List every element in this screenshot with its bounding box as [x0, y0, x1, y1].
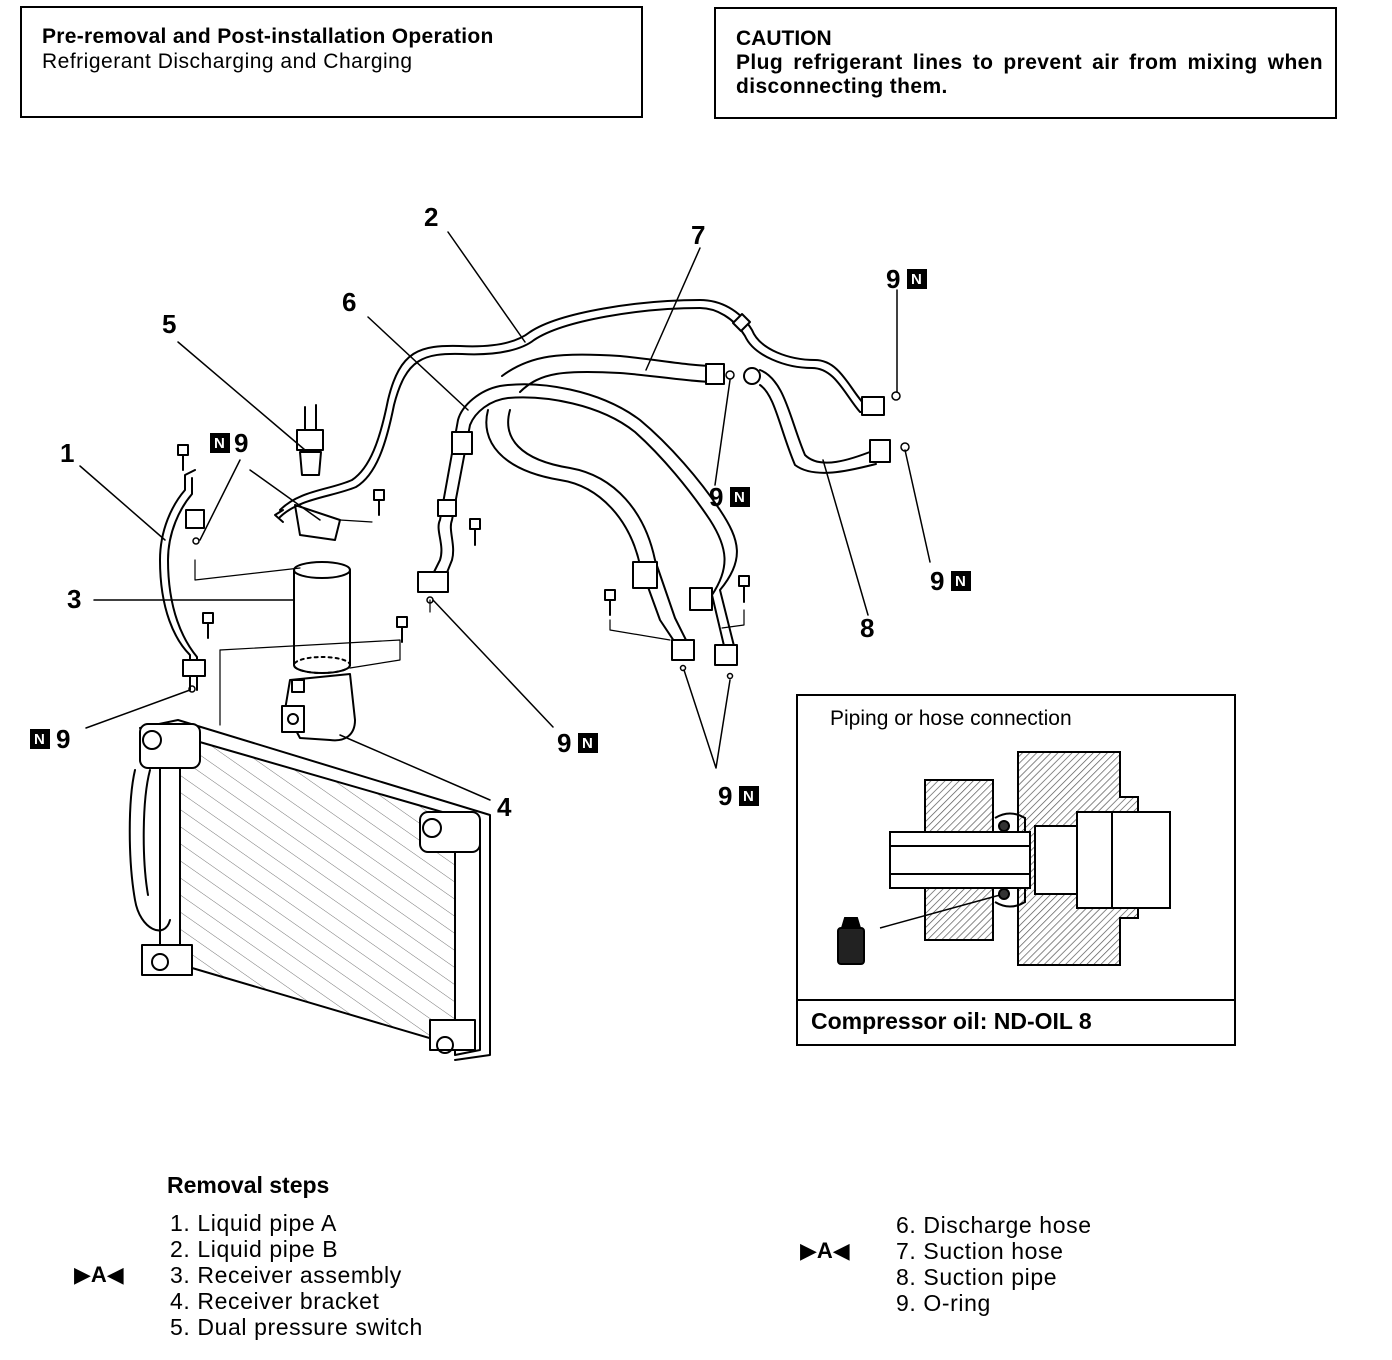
bolts [177, 444, 750, 643]
service-point-marker: ▶A◀ [800, 1238, 850, 1263]
step-item: 7. Suction hose [896, 1238, 1064, 1264]
oring-callouts: 9 N 9 N 9 N 9 N 9 N N 9 [30, 264, 971, 811]
oring-callout: 9 N [557, 728, 598, 758]
callout-1: 1 [60, 438, 74, 468]
compressor-oil-spec: Compressor oil: ND-OIL 8 [811, 1008, 1092, 1034]
step-item: 9. O-ring [896, 1290, 991, 1316]
svg-text:9: 9 [930, 566, 944, 596]
svg-text:9: 9 [234, 428, 248, 458]
step-item: 3. Receiver assembly [170, 1262, 402, 1288]
service-point-marker: ▶A◀ [74, 1262, 124, 1287]
removal-steps: Removal steps 1. Liquid pipe A 2. Liquid… [0, 1168, 1392, 1348]
caution-text: Plug refrigerant lines to prevent air fr… [736, 51, 1323, 98]
caution-title: CAUTION [736, 27, 832, 50]
callout-3: 3 [67, 584, 81, 614]
inset-title: Piping or hose connection [830, 707, 1072, 730]
callout-5: 5 [162, 309, 176, 339]
oring-callout: 9 N [718, 781, 759, 811]
oring-callout: 9 N [886, 264, 927, 294]
condenser [128, 719, 491, 1061]
exploded-view-diagram: 1 2 3 4 5 6 7 8 9 N 9 N 9 N 9 N 9 [30, 202, 1236, 1061]
callout-8: 8 [860, 613, 874, 643]
oring-callout: 9 N [930, 566, 971, 596]
step-item: 8. Suction pipe [896, 1264, 1058, 1290]
svg-text:N: N [214, 435, 225, 452]
removal-steps-heading: Removal steps [167, 1172, 330, 1198]
leader-lines [79, 231, 931, 801]
operation-title: Pre-removal and Post-installation Operat… [42, 25, 494, 48]
svg-text:9: 9 [886, 264, 900, 294]
oring-callout: 9 N [709, 482, 750, 512]
svg-text:N: N [734, 489, 745, 506]
svg-text:N: N [34, 731, 45, 748]
svg-text:N: N [911, 271, 922, 288]
callout-6: 6 [342, 287, 356, 317]
step-item: 2. Liquid pipe B [170, 1236, 339, 1262]
operation-box: Pre-removal and Post-installation Operat… [20, 6, 643, 118]
receiver-assembly [293, 561, 351, 674]
step-item: 5. Dual pressure switch [170, 1314, 423, 1340]
step-item: 4. Receiver bracket [170, 1288, 380, 1314]
oring-callout: N 9 [30, 724, 70, 754]
dual-pressure-switch [296, 404, 324, 476]
svg-text:N: N [743, 788, 754, 805]
oring-callout: N 9 [210, 428, 248, 458]
callout-4: 4 [497, 792, 512, 822]
operation-subtitle: Refrigerant Discharging and Charging [42, 50, 413, 73]
receiver-bracket [281, 673, 356, 742]
step-item: 6. Discharge hose [896, 1212, 1092, 1238]
callout-2: 2 [424, 202, 438, 232]
svg-text:9: 9 [718, 781, 732, 811]
svg-text:9: 9 [557, 728, 571, 758]
step-item: 1. Liquid pipe A [170, 1210, 337, 1236]
caution-box: CAUTION Plug refrigerant lines to preven… [714, 7, 1337, 119]
svg-text:9: 9 [56, 724, 70, 754]
callout-7: 7 [691, 220, 705, 250]
inset-piping-connection: Piping or hose connection Compressor oil… [796, 694, 1236, 1046]
svg-text:9: 9 [709, 482, 723, 512]
svg-text:N: N [582, 735, 593, 752]
svg-text:N: N [955, 573, 966, 590]
